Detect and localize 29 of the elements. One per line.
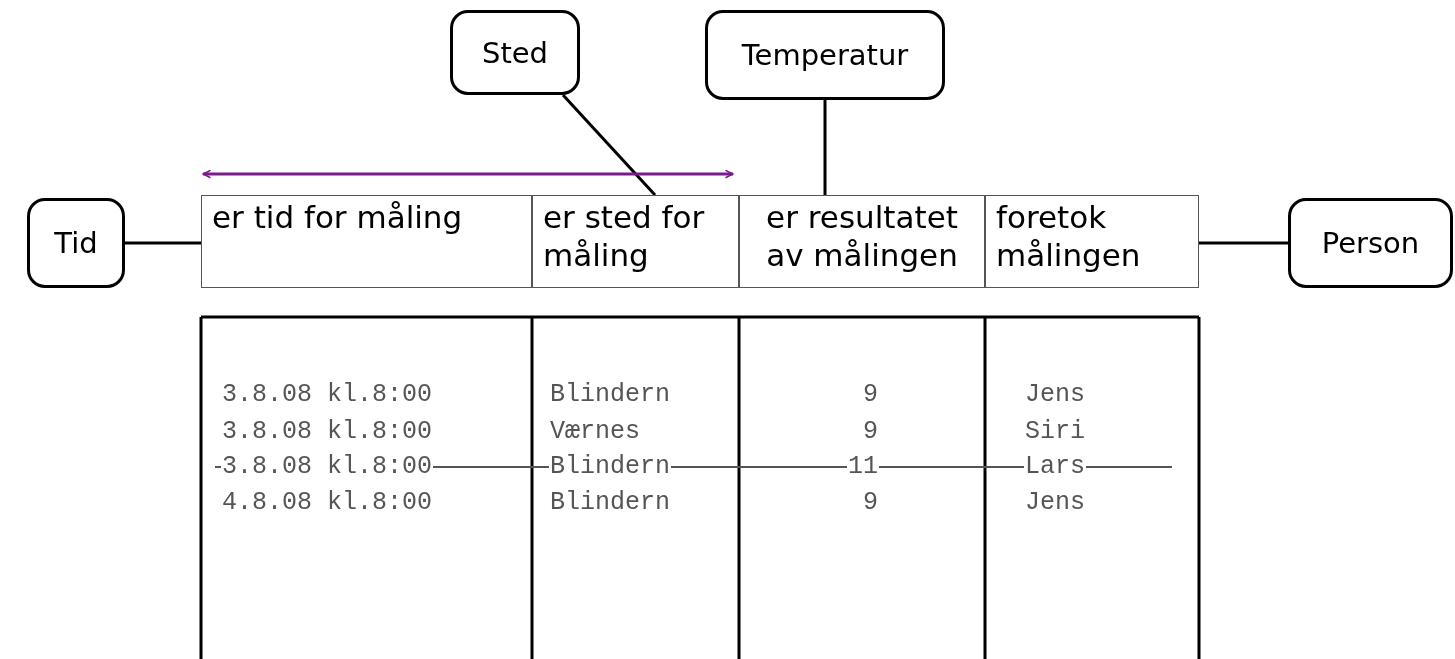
entity-box: Temperatur — [705, 10, 945, 100]
table-cell-text: Jens — [1025, 380, 1085, 409]
table-cell-text: 9 — [863, 380, 878, 409]
role-box: foretok målingen — [985, 195, 1199, 288]
table-cell-text: Blindern — [550, 488, 671, 517]
connector-line — [823, 100, 827, 195]
table-cell-text: 3.8.08 kl.8:00 — [222, 380, 433, 409]
connector-line — [561, 94, 657, 196]
connector-line — [202, 169, 734, 179]
table-cell-text: Værnes — [550, 417, 640, 446]
table-cell-text: Blindern — [550, 452, 671, 481]
connector-line — [125, 241, 201, 245]
table-cell-text: 3.8.08 kl.8:00 — [222, 452, 433, 481]
table-cell-text: 3.8.08 kl.8:00 — [222, 417, 433, 446]
entity-box: Tid — [27, 198, 125, 288]
table-cell-text: Jens — [1025, 488, 1085, 517]
table-cell-text: Siri — [1025, 417, 1085, 446]
entity-box: Person — [1288, 198, 1453, 288]
table-cell-text: 11 — [848, 452, 878, 481]
role-box: er tid for måling — [201, 195, 532, 288]
entity-box: Sted — [450, 10, 580, 95]
table-cell-text: Blindern — [550, 380, 671, 409]
table-cell-text: Lars — [1025, 452, 1085, 481]
table-cell-text: 9 — [863, 417, 878, 446]
table-cell-text: 4.8.08 kl.8:00 — [222, 488, 433, 517]
table-cell-text: 9 — [863, 488, 878, 517]
connector-line — [1199, 241, 1288, 245]
role-box: er sted for måling — [532, 195, 739, 288]
role-box: er resultatet av målingen — [739, 195, 985, 288]
